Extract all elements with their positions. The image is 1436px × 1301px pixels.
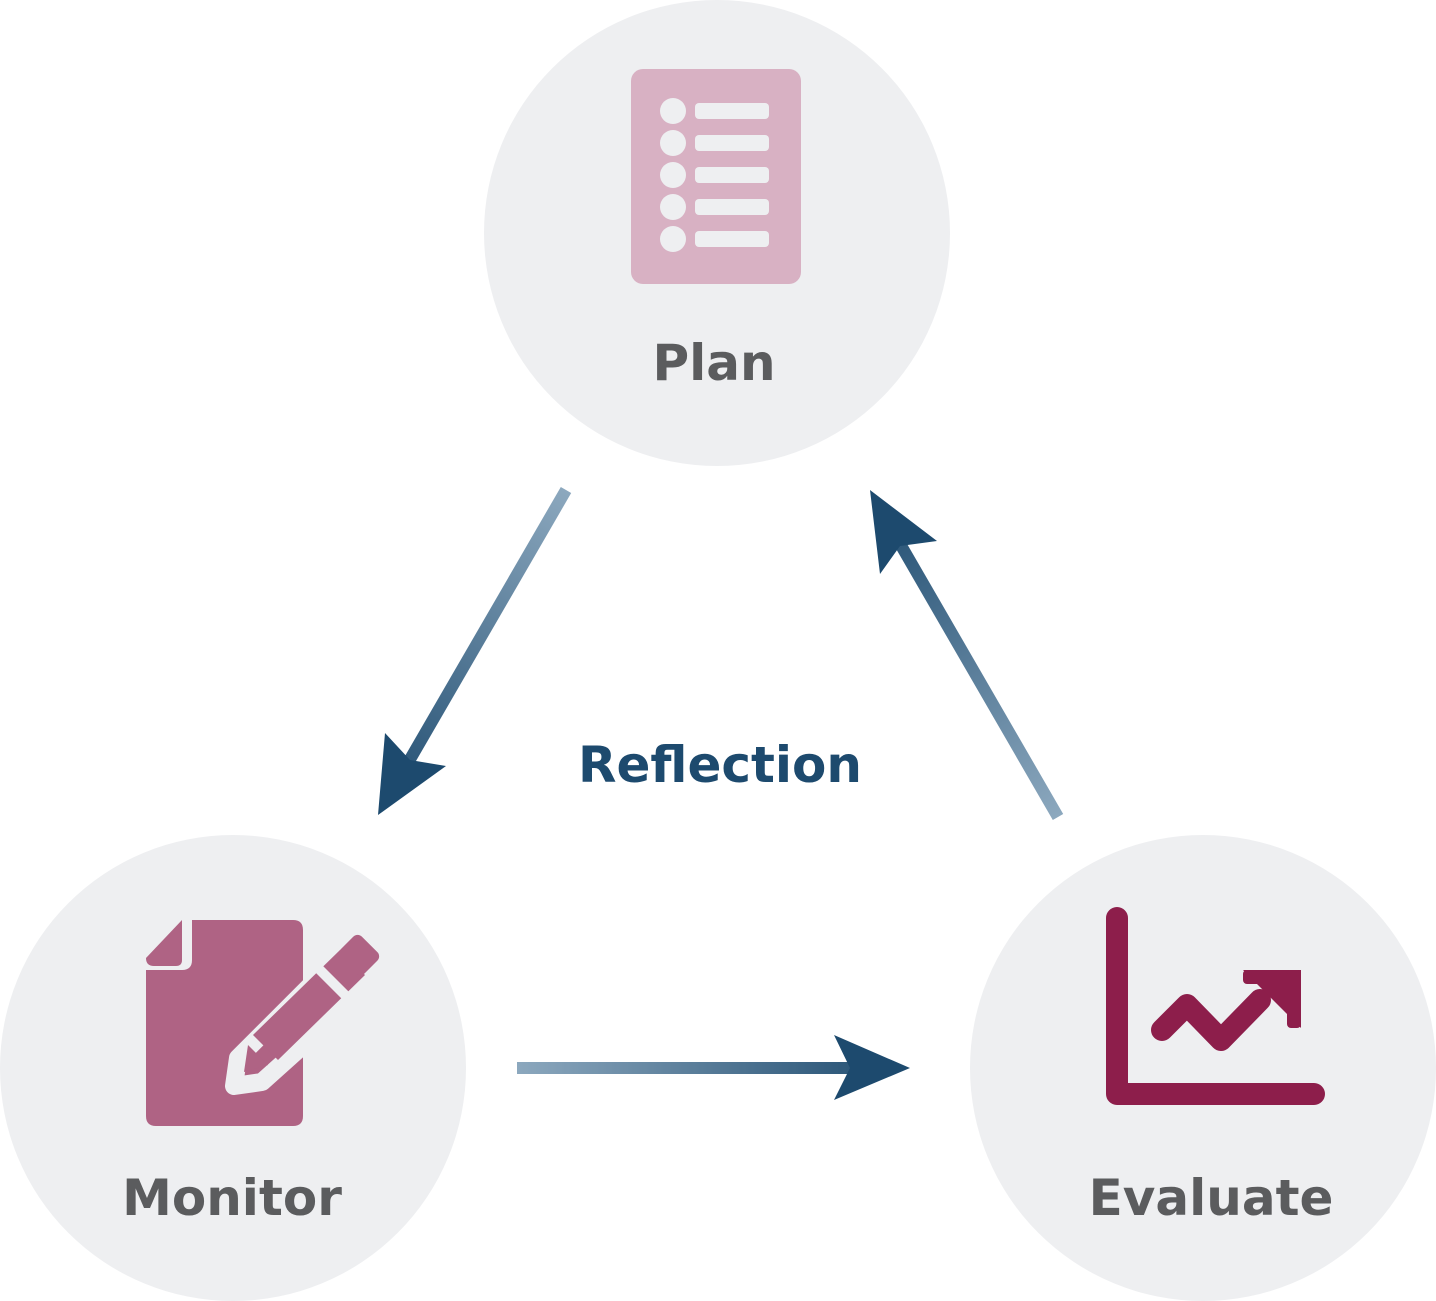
arrow-plan-to-monitor <box>378 486 572 815</box>
reflection-label: Reflection <box>578 736 862 794</box>
arrow-monitor-to-evaluate <box>517 1035 910 1100</box>
evaluate-circle <box>970 835 1436 1301</box>
node-plan: Plan <box>484 0 950 466</box>
trend-chart-icon <box>1106 907 1325 1105</box>
document-edit-icon <box>146 920 387 1126</box>
monitor-label: Monitor <box>122 1169 342 1227</box>
node-evaluate: Evaluate <box>970 835 1436 1301</box>
node-monitor: Monitor <box>0 835 466 1301</box>
checklist-icon <box>631 69 801 284</box>
plan-label: Plan <box>652 334 775 392</box>
evaluate-label: Evaluate <box>1089 1169 1334 1227</box>
arrow-evaluate-to-plan <box>870 490 1064 821</box>
